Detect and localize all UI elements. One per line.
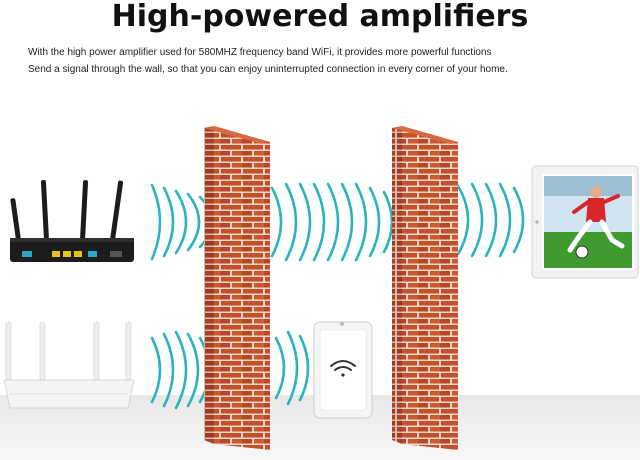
brick-wall-left bbox=[204, 126, 270, 450]
brick-wall-right bbox=[392, 126, 458, 450]
white-router-icon bbox=[3, 321, 135, 409]
black-router-icon bbox=[10, 180, 134, 262]
wifi-icon bbox=[330, 360, 356, 377]
tablet-icon bbox=[531, 165, 639, 279]
signal-waves-bottom bbox=[150, 330, 310, 410]
page-title: High-powered amplifiers bbox=[111, 0, 529, 34]
description-line-1: With the high power amplifier used for 5… bbox=[28, 47, 492, 58]
wifi-extender-icon bbox=[313, 321, 373, 419]
description-line-2: Send a signal through the wall, so that … bbox=[28, 64, 508, 75]
description: With the high power amplifier used for 5… bbox=[28, 44, 628, 78]
